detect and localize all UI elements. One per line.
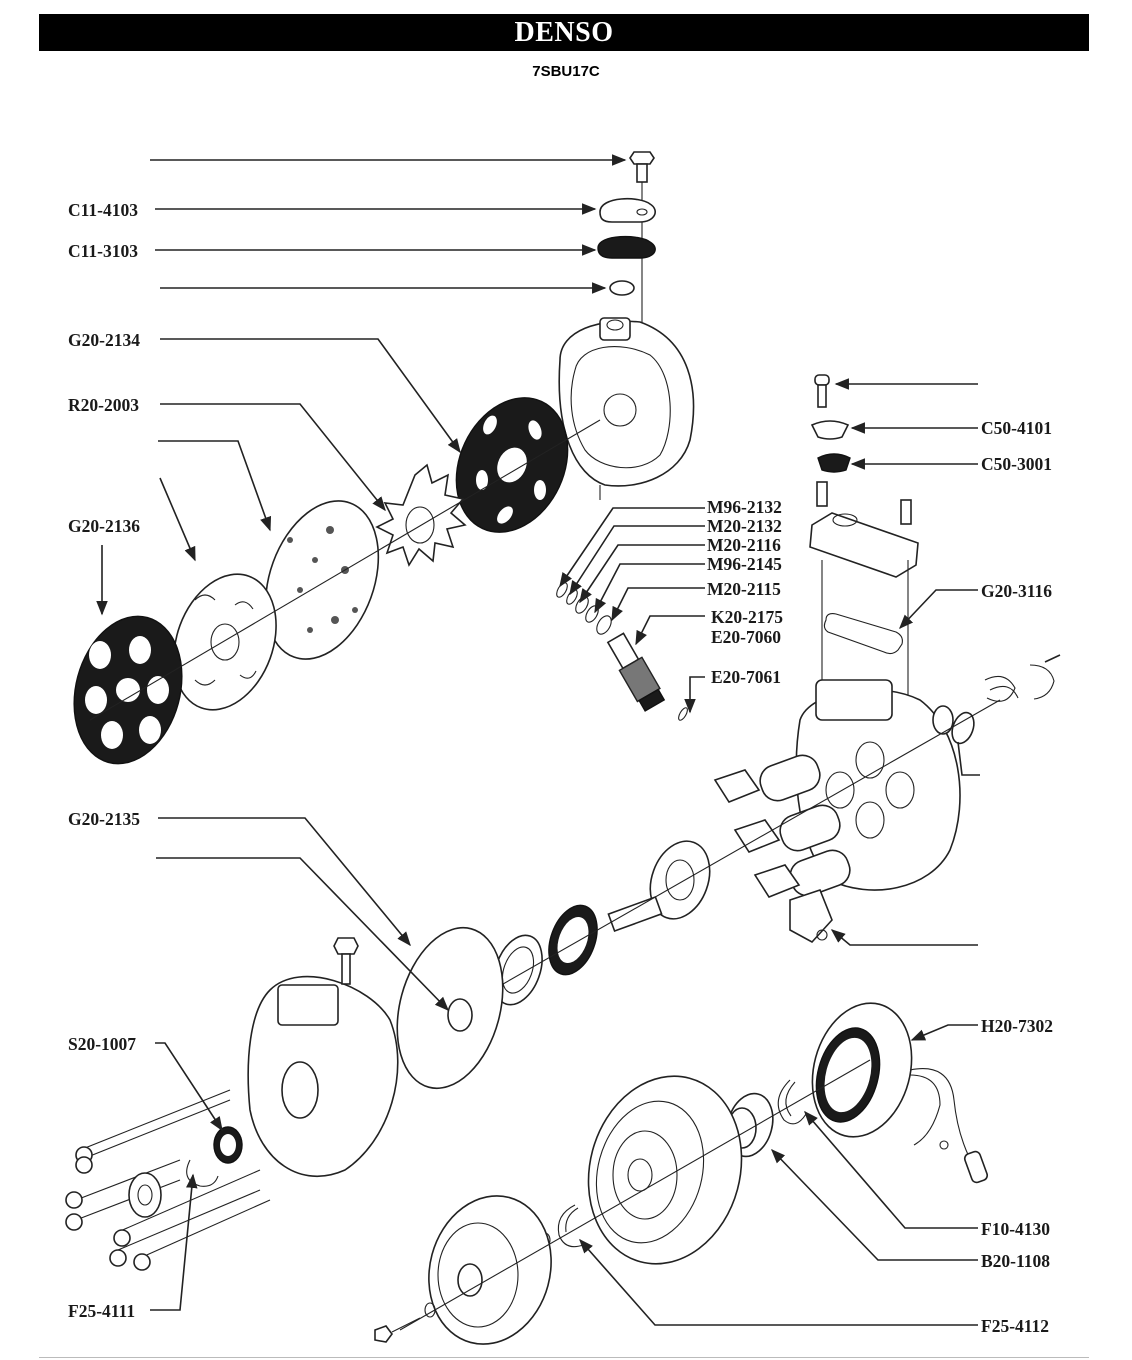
model-number: 7SBU17C bbox=[532, 63, 600, 80]
part-label: C11-3103 bbox=[68, 241, 138, 261]
part-label: H20-7302 bbox=[981, 1016, 1053, 1036]
cap-gasket-part bbox=[597, 235, 656, 259]
part-label: F25-4111 bbox=[68, 1301, 135, 1321]
valve-gasket-g20-2134-part bbox=[455, 397, 569, 533]
service-port-parts bbox=[809, 374, 919, 700]
front-housing-part bbox=[247, 937, 473, 1178]
swash-shaft-part bbox=[607, 840, 833, 944]
part-label: S20-1007 bbox=[68, 1034, 136, 1054]
shaft-seals-part bbox=[493, 664, 1055, 1006]
part-label: C50-3001 bbox=[981, 454, 1052, 474]
brand-title: DENSO bbox=[514, 16, 614, 48]
bottom-divider bbox=[39, 1357, 1089, 1358]
part-label: K20-2175 bbox=[711, 607, 783, 627]
control-valve-part bbox=[556, 582, 688, 721]
rear-head-housing-part bbox=[558, 317, 695, 500]
part-label: G20-2134 bbox=[68, 330, 140, 350]
part-label: C50-4101 bbox=[981, 418, 1052, 438]
part-label: G20-2136 bbox=[68, 516, 140, 536]
axis-line-upper bbox=[89, 419, 601, 721]
part-label: G20-3116 bbox=[981, 581, 1052, 601]
part-label: E20-7060 bbox=[711, 627, 781, 647]
part-label: R20-2003 bbox=[68, 395, 139, 415]
head-gasket-g20-2136-part bbox=[73, 615, 183, 765]
small-oring-part bbox=[609, 280, 635, 296]
reed-valve-r20-2003-part bbox=[375, 463, 467, 567]
snap-ring-f10-4130-part bbox=[777, 1079, 807, 1125]
part-label: F10-4130 bbox=[981, 1219, 1050, 1239]
axis-line-main bbox=[439, 699, 1001, 1021]
armature-plate-part bbox=[374, 1195, 552, 1345]
cylinder-block-part bbox=[795, 679, 961, 891]
pulley-part bbox=[587, 1075, 743, 1265]
part-label: M20-2116 bbox=[707, 535, 781, 555]
cap-plate-part bbox=[599, 197, 656, 223]
through-bolts-part bbox=[65, 1089, 271, 1271]
part-label: M96-2145 bbox=[707, 554, 782, 574]
part-label: E20-7061 bbox=[711, 667, 781, 687]
part-label: M20-2115 bbox=[707, 579, 781, 599]
brand-banner: DENSO bbox=[39, 14, 1089, 51]
part-label: F25-4112 bbox=[981, 1316, 1049, 1336]
suction-valve-part bbox=[173, 573, 277, 711]
part-label: B20-1108 bbox=[981, 1251, 1050, 1271]
leader-lines bbox=[96, 154, 1061, 1326]
part-label: M20-2132 bbox=[707, 516, 782, 536]
part-label: M96-2132 bbox=[707, 497, 782, 517]
part-label: C11-4103 bbox=[68, 200, 138, 220]
field-coil-h20-7302-part bbox=[811, 1002, 989, 1184]
axis-line-clutch bbox=[399, 1059, 871, 1331]
part-label: G20-2135 bbox=[68, 809, 140, 829]
